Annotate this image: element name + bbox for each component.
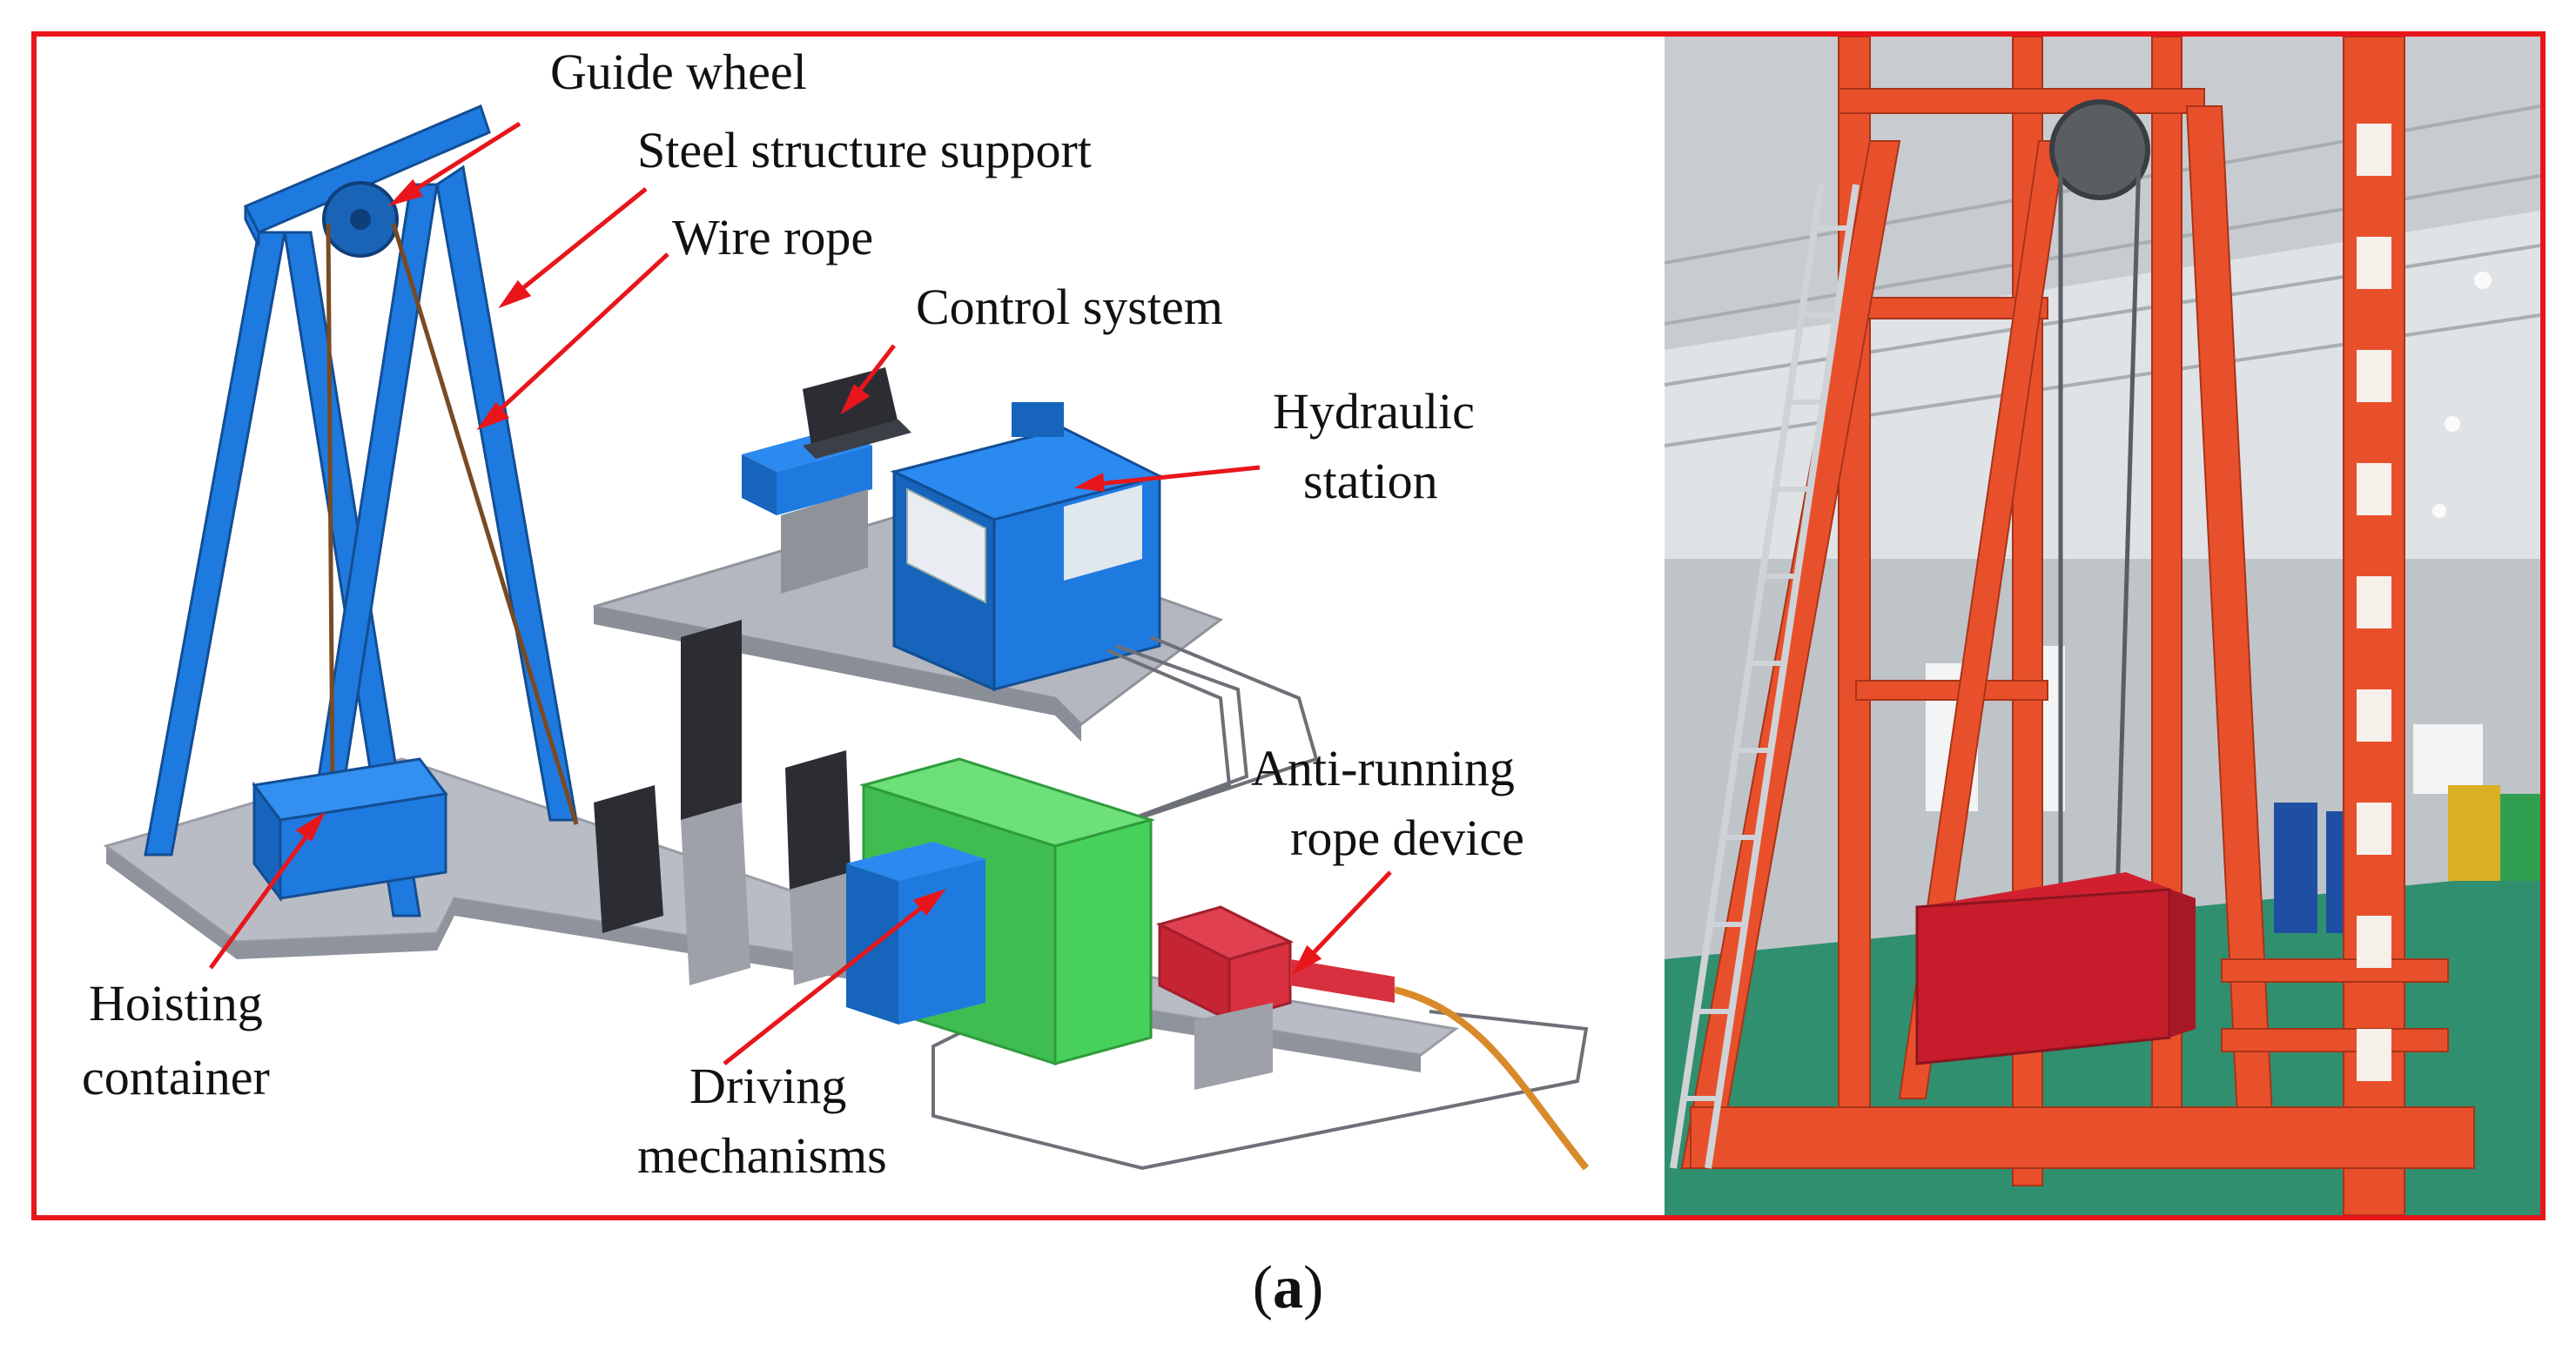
hydraulic-station <box>890 402 1164 692</box>
anti-running-rope-device <box>1155 905 1590 1171</box>
label-control-system: Control system <box>916 279 1223 335</box>
label-anti-running-line2: rope device <box>1290 810 1524 866</box>
label-steel-support: Steel structure support <box>637 122 1092 178</box>
label-hydraulic-line2: station <box>1303 453 1438 509</box>
hoisting-container <box>252 757 448 903</box>
photo-wire-ropes <box>2058 158 2142 899</box>
label-driving-line2: mechanisms <box>637 1127 887 1184</box>
ladder-steps <box>1685 225 1849 1101</box>
driving-mechanisms <box>846 757 1156 1066</box>
figure-frame: Guide wheel Steel structure support Wire… <box>31 31 2546 1220</box>
caption-open: ( <box>1252 1254 1273 1321</box>
hydraulic-hoses <box>932 635 1589 1171</box>
test-rig-photo <box>1665 37 2540 1215</box>
label-hoisting-line2: container <box>82 1049 270 1105</box>
wire-rope-left <box>326 223 335 786</box>
control-system <box>742 367 911 594</box>
cad-schematic-panel: Guide wheel Steel structure support Wire… <box>37 37 1665 1215</box>
frame-ladder-rungs <box>2357 124 2391 1081</box>
callout-arrows <box>208 121 1392 1065</box>
winch-drums <box>594 620 855 985</box>
orange-frame <box>1680 37 2475 1215</box>
test-rig-illustration <box>1665 37 2540 1215</box>
steel-structure-support <box>144 104 578 917</box>
photo-guide-wheel <box>2049 99 2150 200</box>
aluminum-ladder <box>1670 184 1860 1169</box>
caption-letter: a <box>1273 1254 1303 1321</box>
wire-rope-right <box>391 223 579 825</box>
label-guide-wheel: Guide wheel <box>550 44 807 100</box>
label-anti-running-line1: Anti-running <box>1251 740 1515 796</box>
cad-schematic: Guide wheel Steel structure support Wire… <box>82 44 1590 1184</box>
label-driving-line1: Driving <box>689 1058 846 1114</box>
caption-close: ) <box>1303 1254 1324 1321</box>
label-wire-rope: Wire rope <box>672 209 873 265</box>
label-hoisting-line1: Hoisting <box>89 975 263 1031</box>
figure-caption: (a) <box>0 1253 2576 1323</box>
photo-hoisting-container <box>1915 872 2196 1065</box>
label-hydraulic-line1: Hydraulic <box>1273 383 1475 440</box>
